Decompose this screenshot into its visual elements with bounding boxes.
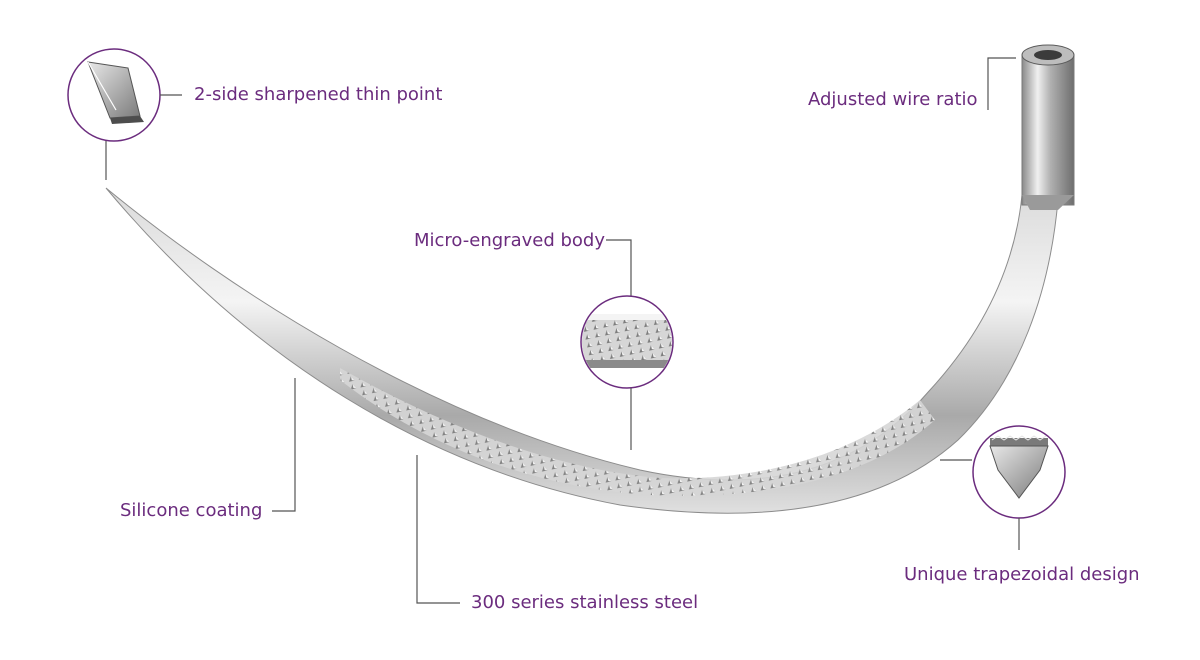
label-stainless-steel: 300 series stainless steel: [471, 592, 699, 613]
callout-micro: [580, 239, 674, 450]
needle-shank-hole: [1034, 50, 1062, 60]
leader-steel: [416, 455, 460, 604]
label-sharpened-point: 2-side sharpened thin point: [194, 84, 443, 105]
needle-highlight: [119, 194, 922, 461]
needle-engraved-band: [340, 368, 935, 496]
needle-body: [105, 44, 1075, 514]
label-micro-engraved-body: Micro-engraved body: [414, 230, 606, 251]
callout-point: [67, 48, 182, 180]
label-silicone-coating: Silicone coating: [120, 500, 263, 521]
sharpened-point-detail-icon: [87, 61, 144, 124]
engraved-texture-detail-icon: [582, 314, 672, 368]
trapezoid-cross-section-icon: [989, 435, 1049, 499]
leader-wire: [987, 57, 1016, 110]
callout-trapezoid: [940, 425, 1066, 550]
leader-silicone: [272, 378, 296, 512]
needle-shank: [1021, 54, 1075, 206]
label-adjusted-wire-ratio: Adjusted wire ratio: [808, 89, 978, 110]
needle-shank-taper: [1022, 195, 1074, 210]
leader-micro-label: [606, 239, 632, 296]
label-trapezoidal-design: Unique trapezoidal design: [904, 564, 1140, 585]
